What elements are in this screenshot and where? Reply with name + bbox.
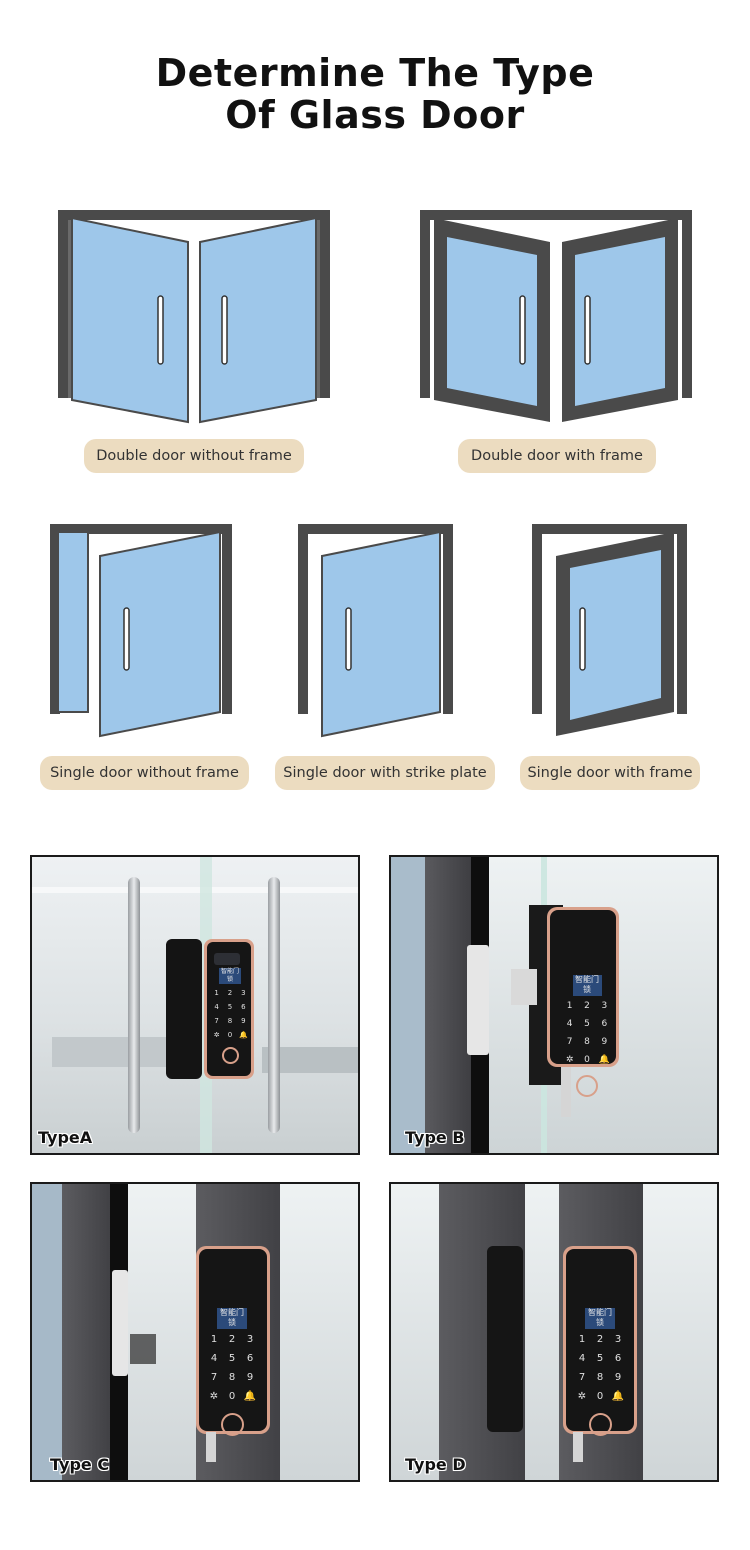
keypad-key[interactable]: 0 [596, 1390, 604, 1402]
keypad-key[interactable]: 2 [596, 1333, 604, 1345]
page-title-line-2: Of Glass Door [225, 93, 525, 137]
keypad-key[interactable]: 2 [584, 1000, 590, 1011]
keypad-key[interactable]: 2 [227, 988, 233, 997]
keypad-key[interactable]: 5 [596, 1352, 604, 1364]
type-b-label: Type B [405, 1128, 465, 1147]
keypad-key[interactable]: 6 [246, 1352, 254, 1364]
type-c-photo: Type C [30, 1182, 360, 1482]
keypad-key[interactable]: ✲ [213, 1030, 220, 1039]
fingerprint-sensor-icon[interactable] [576, 1074, 598, 1097]
label-single-door-without-frame: Single door without frame [40, 756, 249, 790]
single-door-without-frame-icon [50, 524, 232, 738]
keypad-key[interactable]: 3 [241, 988, 246, 997]
keypad-key[interactable]: 0 [227, 1030, 233, 1039]
fingerprint-sensor-icon[interactable] [588, 1412, 612, 1436]
keypad-key[interactable]: ✲ [577, 1390, 587, 1402]
keypad-key[interactable]: 2 [228, 1333, 236, 1345]
keypad-key[interactable]: 5 [228, 1352, 236, 1364]
single-door-with-strike-plate-icon [298, 524, 453, 738]
keypad-key[interactable]: 🔔 [243, 1390, 257, 1402]
keypad-key[interactable]: 1 [566, 1000, 573, 1011]
type-c-label: Type C [50, 1455, 110, 1474]
keypad-key[interactable]: 9 [614, 1371, 622, 1383]
fingerprint-sensor-icon[interactable] [220, 1412, 244, 1436]
keypad-key[interactable]: 4 [578, 1352, 586, 1364]
keypad-key[interactable]: 1 [210, 1333, 218, 1345]
keypad-key[interactable]: 3 [246, 1333, 254, 1345]
keypad-key[interactable]: 8 [227, 1016, 233, 1025]
single-door-with-frame-icon [532, 524, 687, 736]
keypad-key[interactable]: 7 [578, 1371, 586, 1383]
keypad-key[interactable]: 9 [246, 1371, 254, 1383]
double-door-without-frame-icon [58, 210, 330, 424]
type-d-photo: Type D [389, 1182, 719, 1482]
keypad-key[interactable]: 6 [601, 1018, 608, 1029]
keypad-key[interactable]: 8 [596, 1371, 604, 1383]
label-double-door-with-frame: Double door with frame [458, 439, 656, 473]
keypad-key[interactable]: 9 [241, 1016, 246, 1025]
keypad-key[interactable]: 1 [578, 1333, 586, 1345]
keypad-key[interactable]: 3 [614, 1333, 622, 1345]
label-double-door-without-frame: Double door without frame [84, 439, 304, 473]
keypad-key[interactable]: 8 [584, 1036, 590, 1047]
keypad-key[interactable]: 7 [566, 1036, 573, 1047]
keypad-key[interactable]: 6 [241, 1002, 246, 1011]
keypad-key[interactable]: 7 [210, 1371, 218, 1383]
double-door-with-frame-icon [420, 210, 692, 422]
keypad-key[interactable]: 1 [214, 988, 219, 997]
keypad-key[interactable]: 5 [584, 1018, 590, 1029]
label-single-door-with-strike-plate: Single door with strike plate [275, 756, 495, 790]
type-d-label: Type D [405, 1455, 466, 1474]
keypad-key[interactable]: 8 [228, 1371, 236, 1383]
keypad-key[interactable]: 4 [214, 1002, 219, 1011]
keypad-key[interactable]: 🔔 [611, 1390, 625, 1402]
lock-screen: 智能门锁 [217, 1308, 247, 1329]
lock-screen: 智能门锁 [585, 1308, 615, 1329]
keypad-key[interactable]: 🔔 [598, 1054, 610, 1065]
type-a-photo: TypeA [30, 855, 360, 1155]
type-a-label: TypeA [38, 1128, 93, 1147]
keypad-key[interactable]: ✲ [209, 1390, 219, 1402]
keypad-key[interactable]: 7 [214, 1016, 219, 1025]
lock-screen: 智能门锁 [219, 968, 241, 984]
fingerprint-sensor-icon[interactable] [221, 1046, 239, 1064]
type-b-photo: Type B [389, 855, 719, 1155]
keypad-key[interactable]: 4 [566, 1018, 573, 1029]
keypad-key[interactable]: 0 [228, 1390, 236, 1402]
keypad-key[interactable]: 4 [210, 1352, 218, 1364]
keypad-key[interactable]: 9 [601, 1036, 608, 1047]
keypad-key[interactable]: 6 [614, 1352, 622, 1364]
keypad-key[interactable]: 0 [584, 1054, 590, 1065]
lock-screen: 智能门锁 [572, 975, 602, 996]
keypad-key[interactable]: 3 [601, 1000, 608, 1011]
keypad-key[interactable]: 🔔 [238, 1030, 248, 1039]
keypad-key[interactable]: ✲ [565, 1054, 574, 1065]
keypad-key[interactable]: 5 [227, 1002, 233, 1011]
label-single-door-with-frame: Single door with frame [520, 756, 700, 790]
page-title-line-1: Determine The Type [155, 51, 595, 95]
